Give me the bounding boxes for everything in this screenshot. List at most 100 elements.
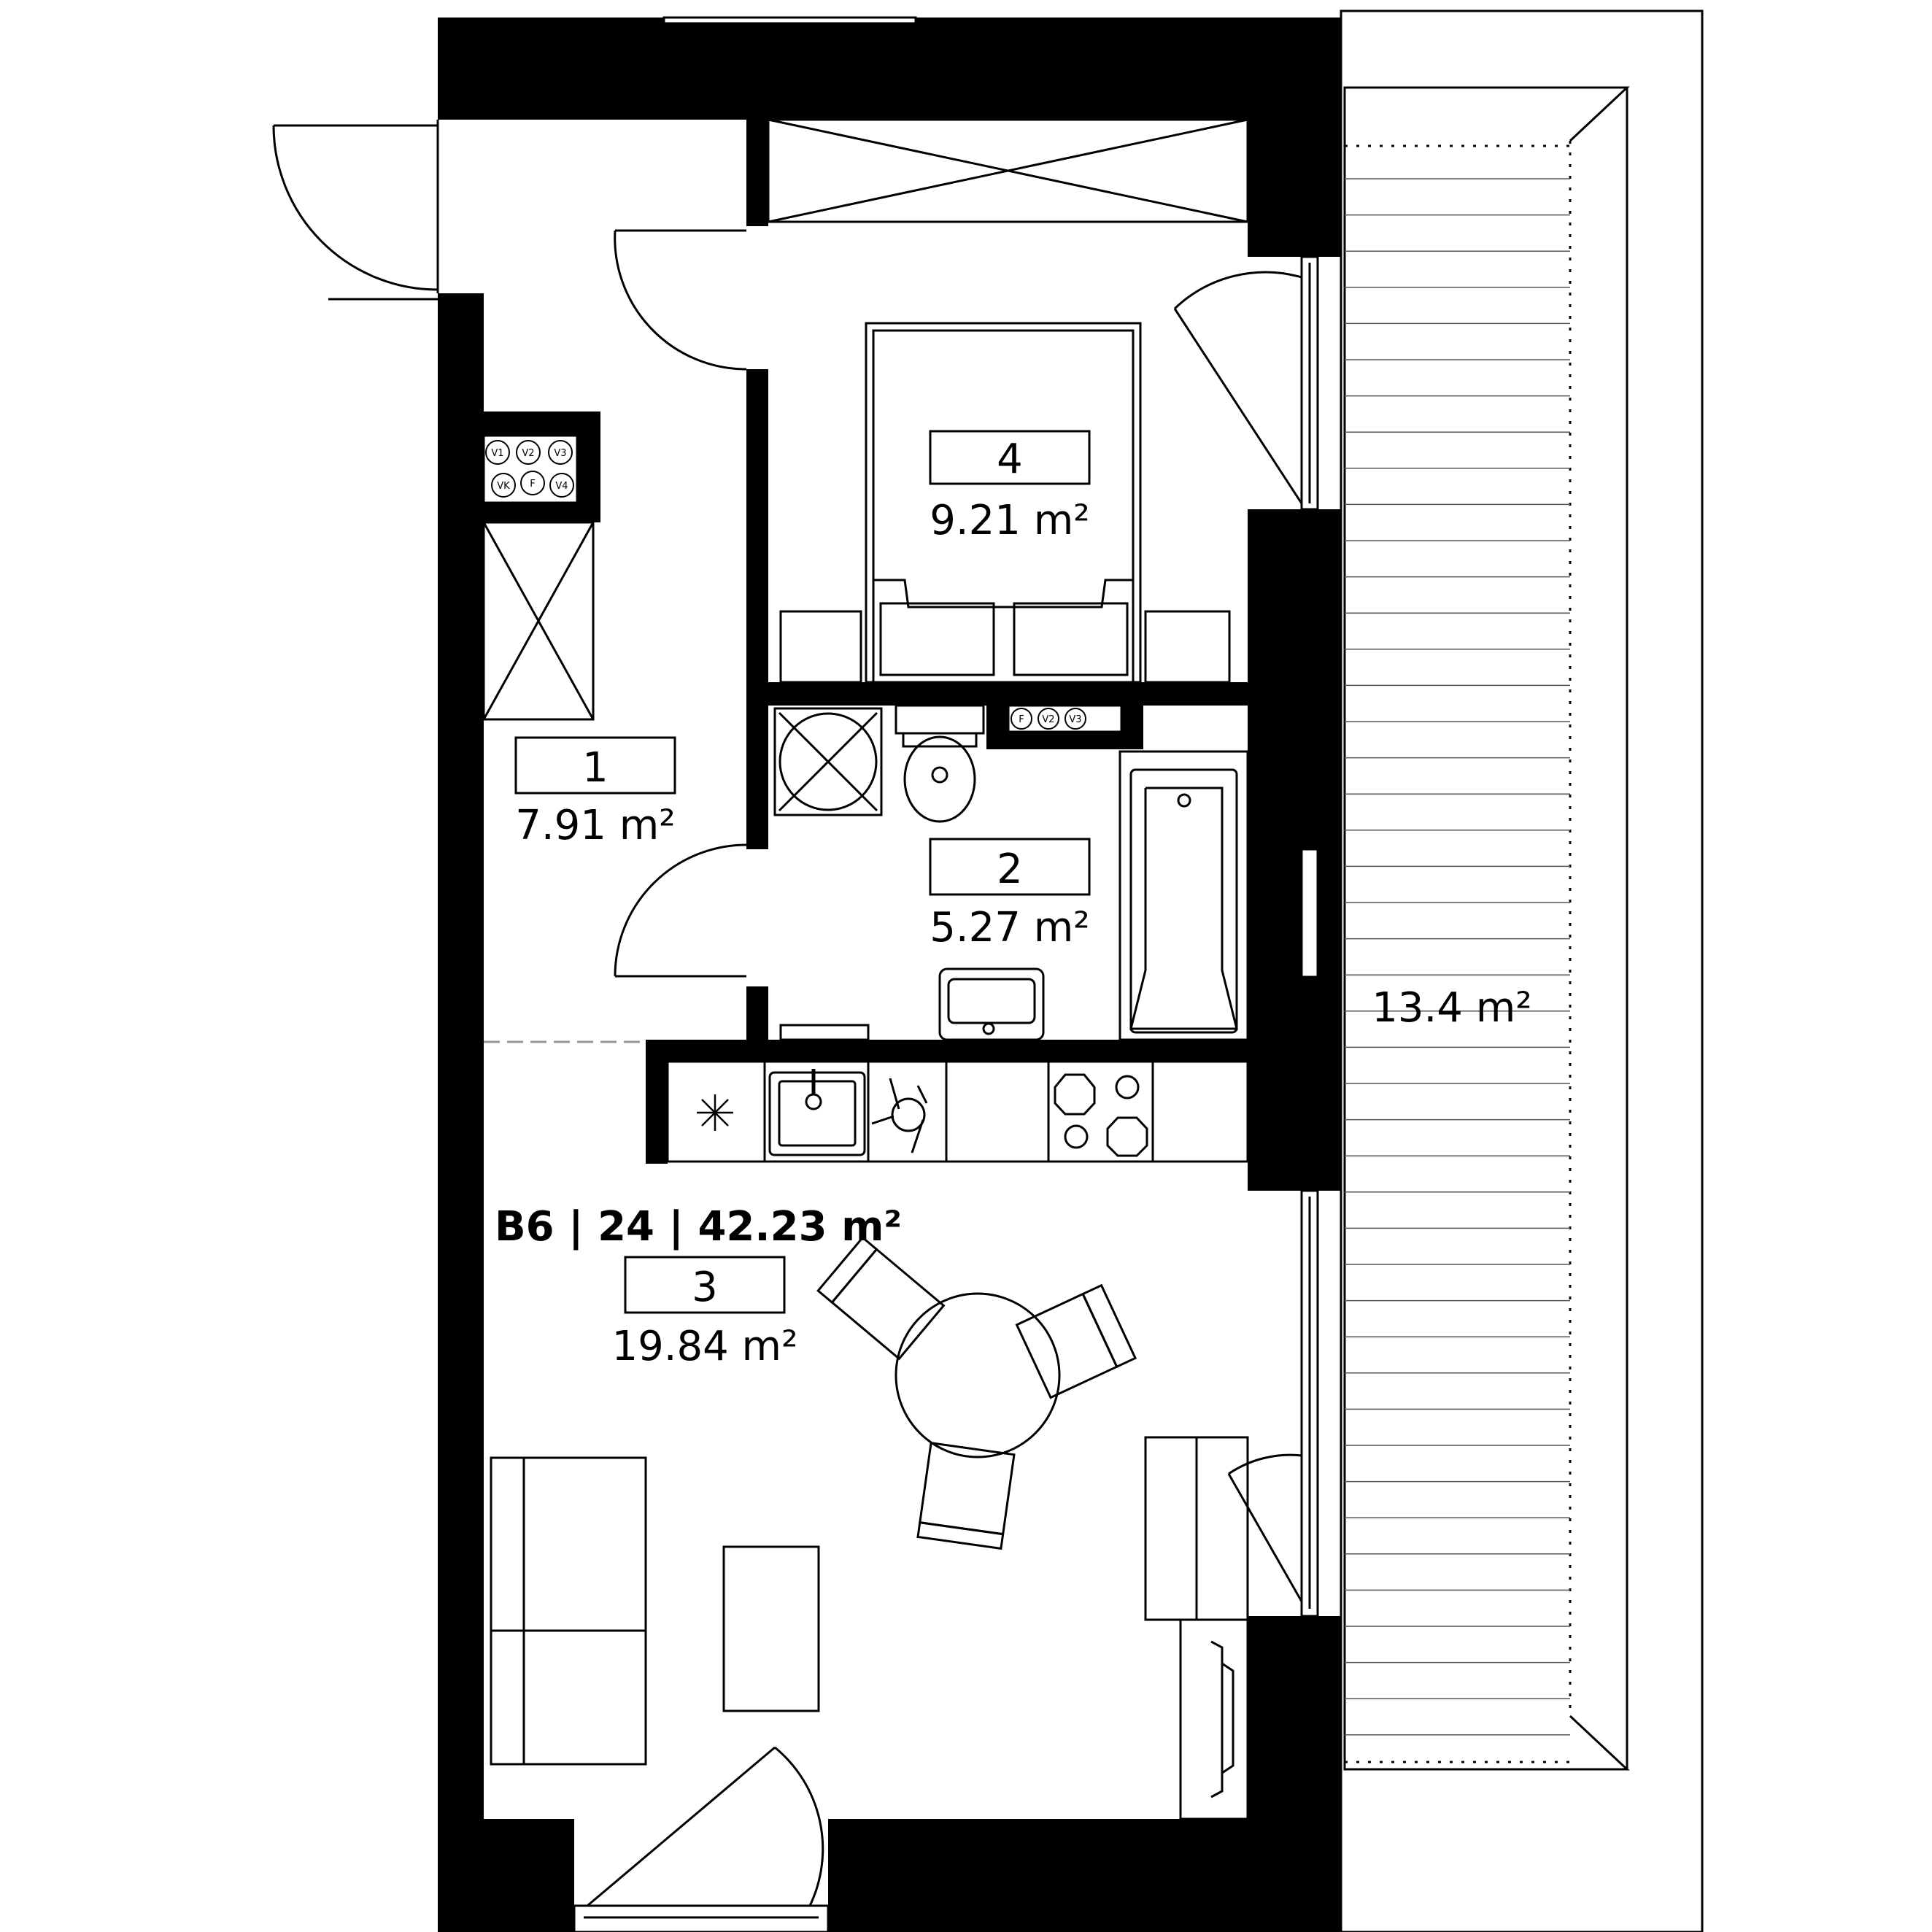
bathroom-sink: [938, 967, 1045, 1041]
window-top: [662, 16, 917, 25]
room-number-4: 4: [997, 436, 1023, 483]
washing-machine: [773, 707, 883, 816]
bathtub-outer: [1129, 768, 1238, 1034]
burner-bottom-right: [1106, 1116, 1148, 1157]
walls: [438, 18, 1341, 1932]
living-balcony-door-swing: [1228, 1453, 1302, 1475]
bedroom-balcony-door-leaf: [1173, 308, 1303, 504]
shaft-symbol-icon: [1064, 708, 1086, 730]
shaft-symbol-label: V4: [555, 481, 568, 492]
shaft-symbol-label: VK: [497, 481, 510, 492]
room-number-3: 3: [692, 1264, 718, 1311]
balcony: [1340, 9, 1704, 1932]
tv-screen: [1210, 1640, 1234, 1798]
bathtub: [1118, 750, 1249, 1041]
burner-top-right: [1115, 1075, 1140, 1100]
wall-left-top-stub: [438, 18, 480, 120]
burner-bottom-left: [1064, 1124, 1089, 1149]
dishwasher-lines: [871, 1078, 928, 1154]
bedroom-door-swing: [614, 230, 747, 371]
shaft-symbol-label: V2: [522, 448, 534, 459]
wall-bottom-left: [438, 1819, 574, 1932]
room-area-1: 7.91 m²: [515, 802, 676, 849]
dining-table: [894, 1292, 1061, 1458]
shaft-symbol-icon: [1038, 708, 1059, 730]
sofa: [490, 1456, 647, 1766]
toilet-tank: [894, 704, 985, 735]
burner-top-left: [1054, 1073, 1096, 1116]
room-number-2: 2: [997, 846, 1023, 893]
room-number-box-2: [929, 838, 1091, 896]
room-label-3: B6 | 24 | 42.23 m² 3 19.84 m²: [495, 1203, 902, 1370]
bathtub-drain: [1177, 793, 1191, 808]
shaft-symbol-icon: [548, 440, 573, 465]
shaft-symbol-label: V1: [491, 448, 503, 459]
window-bottom: [573, 1904, 830, 1932]
toilet-seat-hole: [931, 766, 948, 784]
dishwasher-icon: [891, 1097, 926, 1132]
bathtub-basin: [1129, 787, 1238, 1030]
room-area-2: 5.27 m²: [930, 904, 1090, 951]
wall-bedroom-hall: [746, 369, 768, 849]
wall-top: [438, 18, 1341, 120]
living-side-cabinet: [1179, 1618, 1249, 1820]
furniture: [482, 118, 1249, 1820]
shaft-symbol-label: V3: [554, 448, 566, 459]
bed-blanket: [873, 579, 1133, 608]
room-number-box-3: [624, 1256, 786, 1314]
bathroom-sink-drain: [982, 1022, 995, 1035]
bathroom-shelf: [779, 1024, 870, 1041]
wall-bedroom-top-stub: [746, 120, 768, 226]
shaft-symbol-label: V3: [1069, 714, 1081, 725]
fridge-icon: [697, 1094, 733, 1131]
wall-left: [438, 293, 484, 1932]
bathroom-door-swing: [614, 843, 747, 977]
doors: [272, 120, 1303, 1907]
wall-bottom-right: [828, 1819, 1341, 1932]
wall-bedroom-bath: [768, 682, 1248, 706]
balcony-outline: [1340, 9, 1704, 1932]
bathroom-sink-basin: [947, 978, 1036, 1024]
room-number-box-1: [514, 736, 676, 795]
wall-bath-door-stub: [746, 986, 768, 1040]
kitchen-sink: [768, 1071, 866, 1156]
entrance-door-swing: [272, 125, 438, 291]
wall-bath-kitchen: [646, 1040, 1248, 1062]
chair-upper-right: [1015, 1283, 1137, 1399]
shaft-symbol-icon: [485, 440, 510, 465]
washing-machine-cross-b: [778, 711, 878, 812]
room-label-4: 4 9.21 m²: [929, 430, 1091, 544]
nightstand-left: [779, 610, 862, 684]
nightstand-right: [1144, 610, 1231, 684]
shaft-symbol-label: F: [530, 479, 535, 490]
shaft-symbol-label: V2: [1042, 714, 1054, 725]
shaft-symbol-icon: [1011, 708, 1032, 730]
bottom-door-swing: [774, 1746, 824, 1906]
hallway-wardrobe-cross-b: [482, 522, 595, 720]
bottom-door-leaf: [587, 1746, 776, 1907]
room-number-box-4: [929, 430, 1091, 485]
coffee-table: [722, 1545, 820, 1712]
pillow-right: [1013, 602, 1129, 676]
shaft-symbol-label: F: [1019, 714, 1024, 725]
shaft-symbol-icon: [491, 473, 516, 498]
shaft-symbol-icon: [516, 440, 541, 465]
balcony-rail-top-right: [1569, 86, 1630, 142]
room-number-1: 1: [582, 744, 608, 792]
room-area-3: 19.84 m²: [611, 1323, 797, 1370]
pillow-left: [879, 602, 995, 676]
toilet-base: [902, 732, 978, 748]
cooktop: [1054, 1073, 1148, 1157]
kitchen-sink-drain: [805, 1093, 822, 1110]
shaft-symbol-icon: [520, 471, 545, 495]
wall-right-middle: [1248, 509, 1341, 1191]
room-area-4: 9.21 m²: [930, 497, 1090, 544]
bedroom-balcony-door-swing: [1173, 271, 1302, 310]
toilet-bowl: [903, 735, 976, 823]
kitchen-counter: [666, 1060, 1249, 1163]
bedroom-wardrobe-cross-b: [768, 118, 1248, 223]
balcony-bevel: [1343, 86, 1628, 1771]
room-label-1: 1 7.91 m²: [514, 736, 676, 849]
kitchen-sink-basin: [778, 1080, 857, 1147]
